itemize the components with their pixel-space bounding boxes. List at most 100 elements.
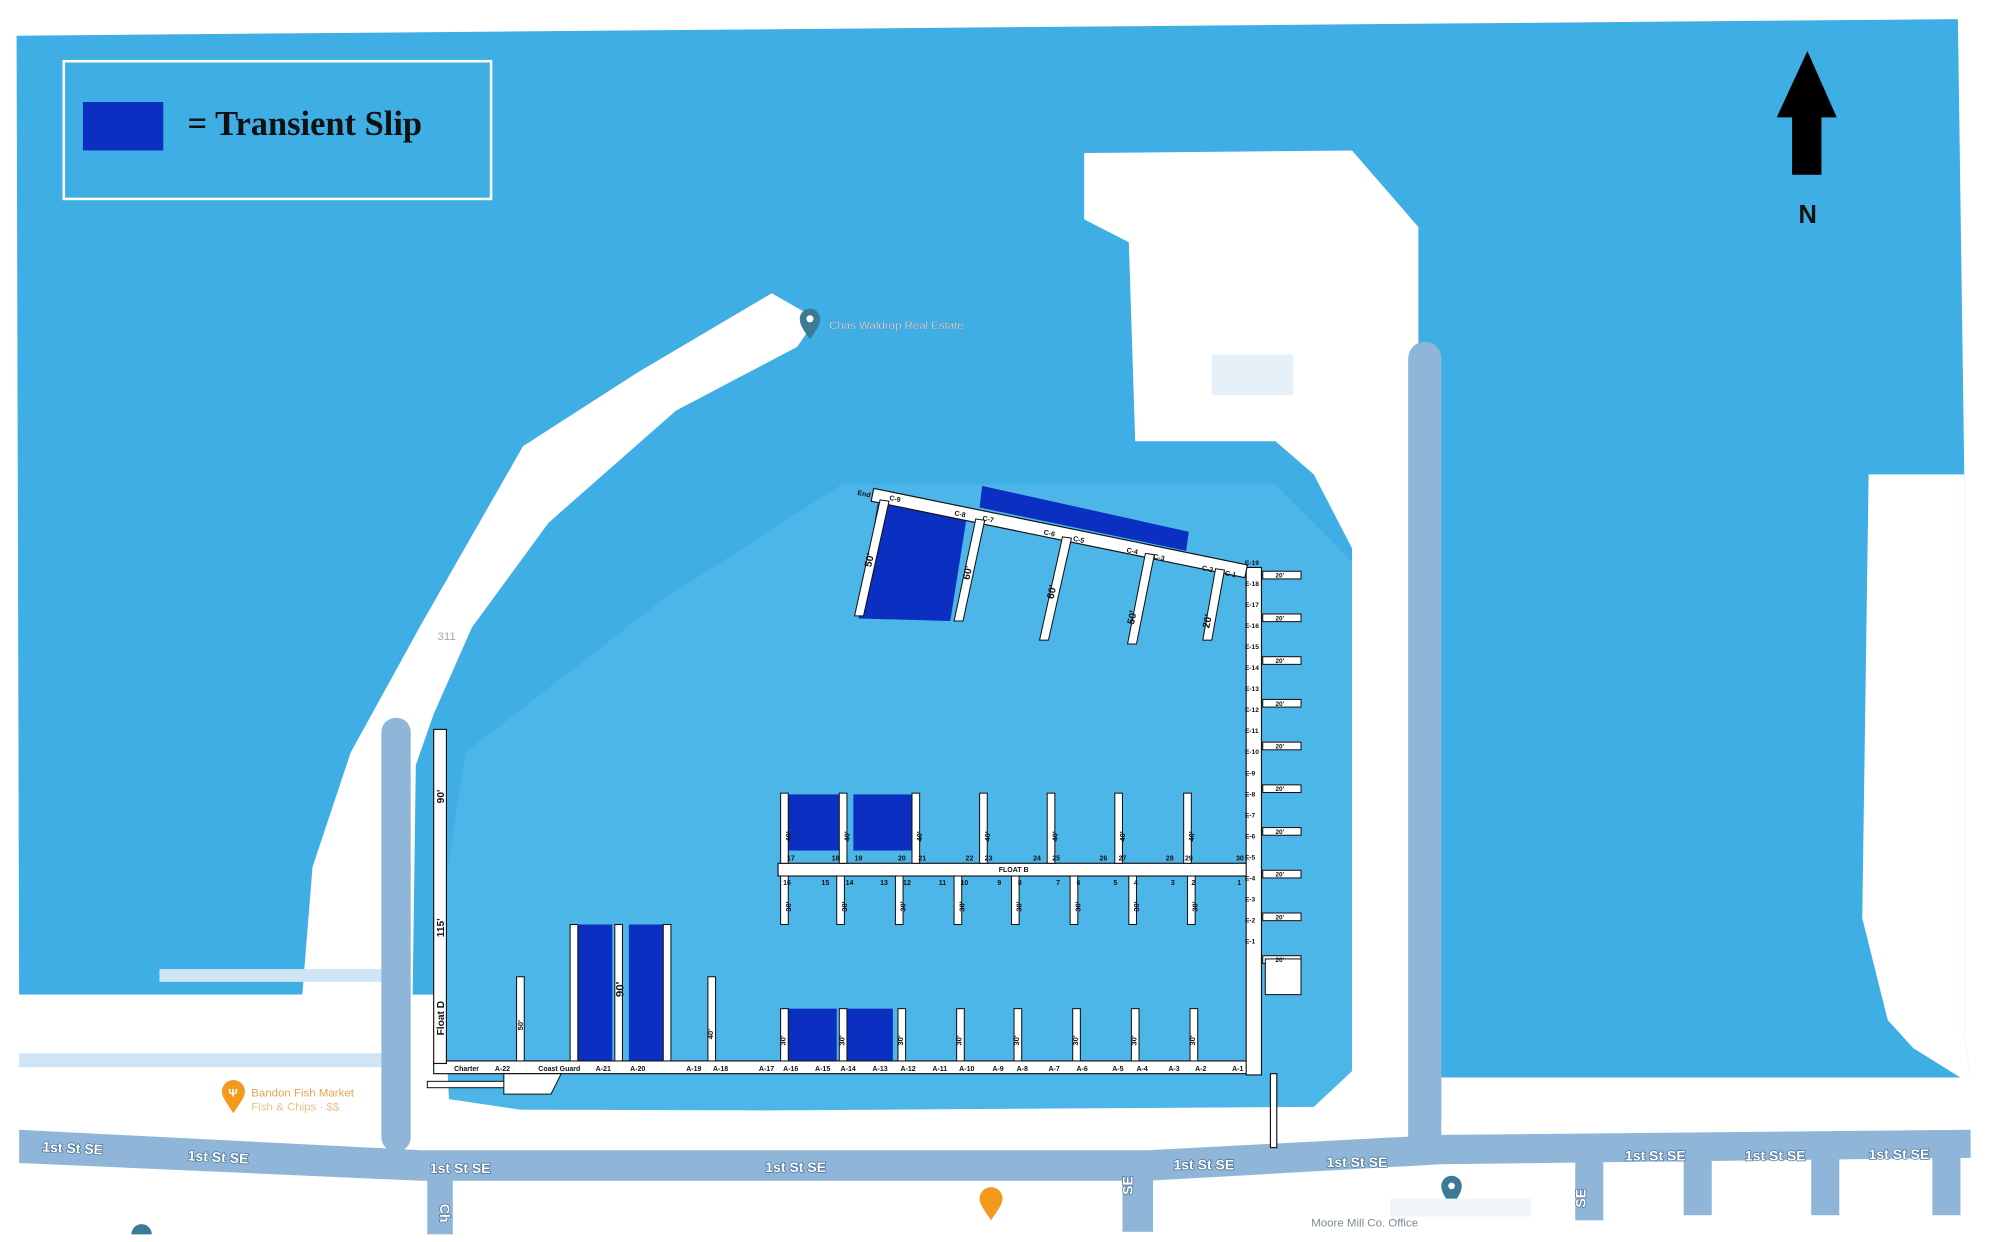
finger-length-d: 90': [436, 790, 447, 804]
slip-label-a: A-2: [1195, 1066, 1206, 1073]
finger-length-c: 20': [1201, 614, 1215, 630]
slip-label-c: C-8: [954, 510, 967, 519]
slip-label-a: A-9: [992, 1066, 1003, 1073]
slip-label-b: 19: [855, 856, 863, 863]
central-pier-land: [1084, 150, 1419, 1148]
float-b-label: FLOAT B: [999, 867, 1029, 874]
map-pin-restaurant[interactable]: [979, 1187, 1003, 1221]
street-label-1st-st-se: 1st St SE: [187, 1147, 249, 1166]
slip-label-e: E-3: [1245, 897, 1256, 904]
road-side: [1122, 1170, 1154, 1232]
finger-e: [1262, 827, 1302, 836]
finger-length-c: 60': [962, 565, 976, 581]
finger-length-b: 30': [840, 901, 849, 911]
slip-label-b: 22: [966, 856, 974, 863]
slip-label-b: 9: [997, 880, 1001, 887]
gangway: [1269, 1073, 1278, 1149]
slip-label-e: E-16: [1245, 623, 1259, 630]
road-side: [1811, 1154, 1840, 1216]
land-east: [1441, 474, 1971, 1135]
slip-label-e: E-2: [1245, 918, 1256, 925]
finger-a: [614, 923, 623, 1062]
slip-label-b: 27: [1119, 856, 1127, 863]
finger-length-b: 30': [1191, 901, 1200, 911]
slip-label-b: 3: [1171, 880, 1175, 887]
finger-length-c: 50': [1126, 610, 1140, 626]
map-pin-bandon-fish-market[interactable]: Ψ Bandon Fish Market Fish & Chips · $$: [221, 1080, 355, 1114]
finger-length-b: 40': [842, 831, 851, 841]
finger-length-a: 40': [706, 1029, 715, 1039]
slip-label-e: E-15: [1245, 644, 1259, 651]
finger-length-b: 40': [1118, 831, 1127, 841]
slip-label-b: 14: [846, 880, 854, 887]
finger-length-b: 30': [899, 901, 908, 911]
slip-label-b: 4: [1134, 880, 1138, 887]
slip-label-b: 18: [832, 856, 840, 863]
map-pin-icon: [131, 1224, 152, 1235]
finger-length-b: 30': [1132, 901, 1141, 911]
finger-a: [838, 1008, 848, 1062]
map-pin-chas-waldrop[interactable]: Chas Waldrop Real Estate: [799, 308, 964, 340]
finger-b-south: [780, 875, 789, 925]
finger-a: [897, 1008, 907, 1062]
slip-label-a: A-8: [1017, 1066, 1028, 1073]
finger-a: [707, 976, 717, 1062]
slip-label-a: A-17: [759, 1066, 774, 1073]
poi-chas-waldrop: Chas Waldrop Real Estate: [829, 320, 964, 332]
slip-label-a: A-15: [815, 1066, 830, 1073]
finger-c: [853, 499, 890, 617]
finger-a: [780, 1008, 789, 1062]
slip-label-a: A-7: [1048, 1066, 1059, 1073]
finger-length-e: 20': [1276, 957, 1285, 964]
finger-length-a: 30': [955, 1035, 964, 1045]
finger-length-c: 50': [863, 552, 877, 568]
street-label: SE: [1120, 1176, 1136, 1195]
slip-label-b: 24: [1033, 856, 1041, 863]
finger-c: [953, 518, 986, 622]
poi-moore-mill: Moore Mill Co. Office: [1311, 1218, 1418, 1230]
float-e: [1245, 566, 1263, 1076]
finger-length-b: 40': [1187, 831, 1196, 841]
finger-e: [1262, 698, 1302, 708]
legend-label: = Transient Slip: [188, 105, 423, 143]
path-strip: [19, 1053, 383, 1068]
slip-label-a: A-10: [959, 1066, 974, 1073]
finger-b-south: [1128, 875, 1137, 925]
finger-length-e: 20': [1276, 872, 1285, 879]
finger-length-b: 30': [1073, 901, 1082, 911]
slip-label-a: A-20: [630, 1066, 645, 1073]
slip-label-b: 25: [1052, 856, 1060, 863]
path-strip: [159, 969, 383, 982]
finger-e: [1262, 869, 1302, 879]
street-label-1st-st-se: 1st St SE: [1745, 1147, 1806, 1163]
finger-length-a: 30': [1012, 1035, 1021, 1045]
transient-slip: [853, 794, 912, 851]
finger-length-e: 20': [1276, 658, 1285, 665]
slip-label-b: 29: [1185, 856, 1193, 863]
svg-text:Ψ: Ψ: [228, 1088, 237, 1100]
north-arrow-icon: [1776, 51, 1837, 175]
finger-e: [1262, 570, 1302, 580]
transient-slip: [785, 794, 846, 851]
street-label-1st-st-se: 1st St SE: [42, 1138, 104, 1157]
finger-length-a: 30': [1071, 1035, 1080, 1045]
poi-bandon-subtitle: Fish & Chips · $$: [251, 1102, 340, 1114]
slip-label-c: C-3: [1153, 554, 1166, 563]
road-side: [1575, 1154, 1604, 1221]
map-pin-moore-mill[interactable]: Moore Mill Co. Office: [1311, 1175, 1531, 1230]
slip-label-a: A-4: [1136, 1066, 1147, 1073]
finger-length-a: 30': [1129, 1035, 1138, 1045]
float-d-label: Float D: [436, 1001, 447, 1036]
coast-guard-dock: [426, 1080, 511, 1089]
street-label: SE: [1572, 1189, 1588, 1208]
transient-slip: [843, 1008, 893, 1061]
street-label-1st-st-se: 1st St SE: [1625, 1147, 1686, 1163]
slip-label-b: 2: [1191, 880, 1195, 887]
slip-label-b: 10: [960, 880, 968, 887]
slip-label-e: E-8: [1245, 791, 1256, 798]
slip-label-b: 26: [1099, 856, 1107, 863]
slip-label-b: 28: [1166, 856, 1174, 863]
slip-label-b: 7: [1056, 880, 1060, 887]
slip-label-b: 23: [985, 856, 993, 863]
finger-b-south: [894, 875, 904, 925]
